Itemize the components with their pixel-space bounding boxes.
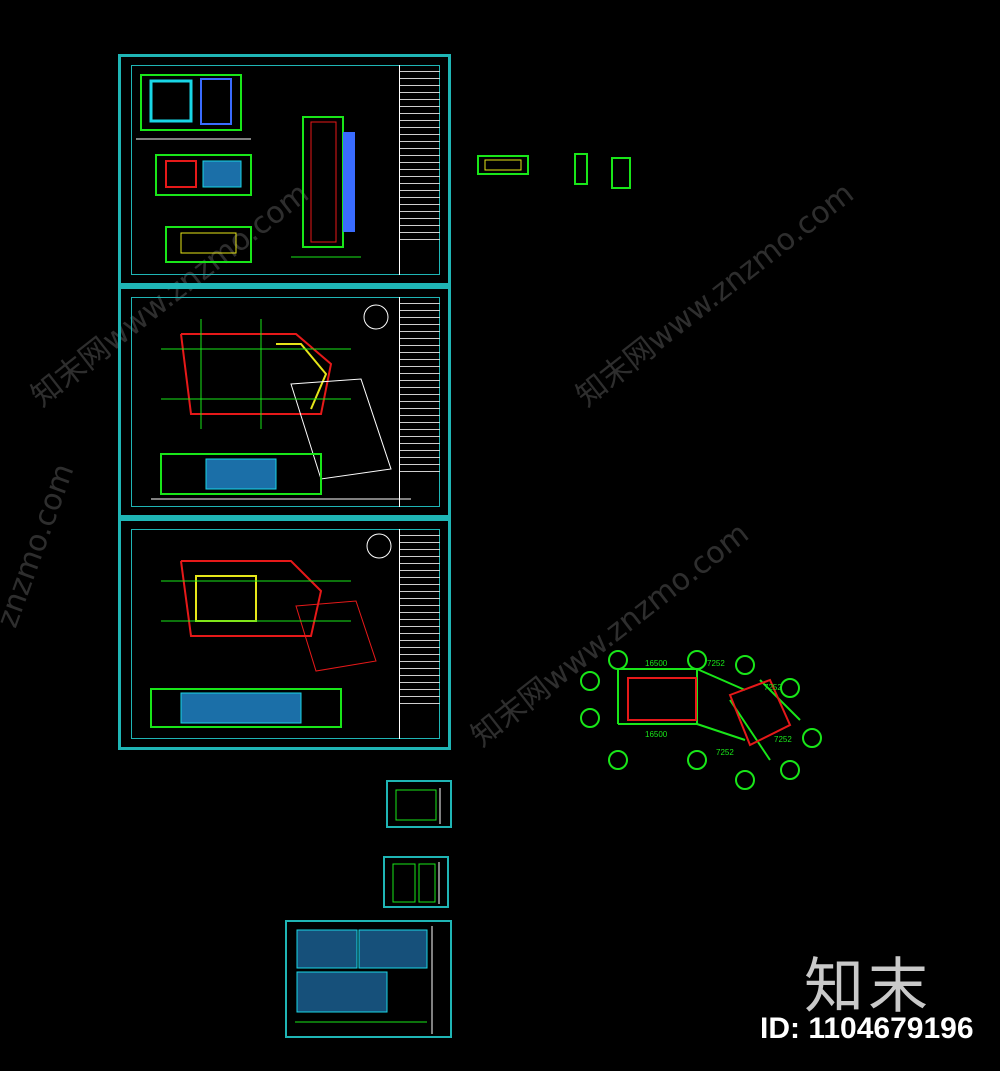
thumb-plan bbox=[477, 155, 529, 175]
dim-label: 7252 bbox=[764, 683, 782, 692]
drawing-sheet-small-1[interactable] bbox=[386, 780, 452, 828]
sheet-1-drawings bbox=[136, 74, 361, 263]
dim-label: 16500 bbox=[645, 730, 668, 739]
sheet-small-2-drawings bbox=[392, 862, 440, 904]
sheet-frame bbox=[131, 297, 440, 507]
drawing-sheet-2[interactable] bbox=[118, 286, 451, 518]
dimension-labels: 16500 7252 16500 7252 7252 7252 bbox=[645, 659, 792, 757]
sheet-frame bbox=[131, 529, 440, 739]
title-block bbox=[399, 65, 440, 275]
drawing-sheet-3[interactable] bbox=[118, 518, 451, 750]
thumb-elevation-2 bbox=[611, 157, 631, 189]
title-block bbox=[399, 297, 440, 507]
dim-label: 7252 bbox=[774, 735, 792, 744]
drawing-sheet-1[interactable] bbox=[118, 54, 451, 286]
brand-logo: 知末 bbox=[804, 952, 932, 1022]
thumb-elevation-1 bbox=[574, 153, 588, 185]
dim-label: 16500 bbox=[645, 659, 668, 668]
dim-label: 7252 bbox=[707, 659, 725, 668]
sheet-frame bbox=[131, 65, 440, 275]
asset-id: ID: 1104679196 bbox=[760, 1012, 974, 1045]
drawing-sheet-small-3[interactable] bbox=[285, 920, 452, 1038]
sheet-small-1-drawings bbox=[395, 788, 441, 824]
sheet-2-drawings bbox=[151, 304, 411, 500]
dim-label: 7252 bbox=[716, 748, 734, 757]
sheet-3-drawings bbox=[150, 533, 392, 728]
sheet-small-3-drawings bbox=[295, 926, 433, 1034]
drawing-sheet-small-2[interactable] bbox=[383, 856, 449, 908]
title-block bbox=[399, 529, 440, 739]
grid-bubbles bbox=[580, 650, 822, 790]
